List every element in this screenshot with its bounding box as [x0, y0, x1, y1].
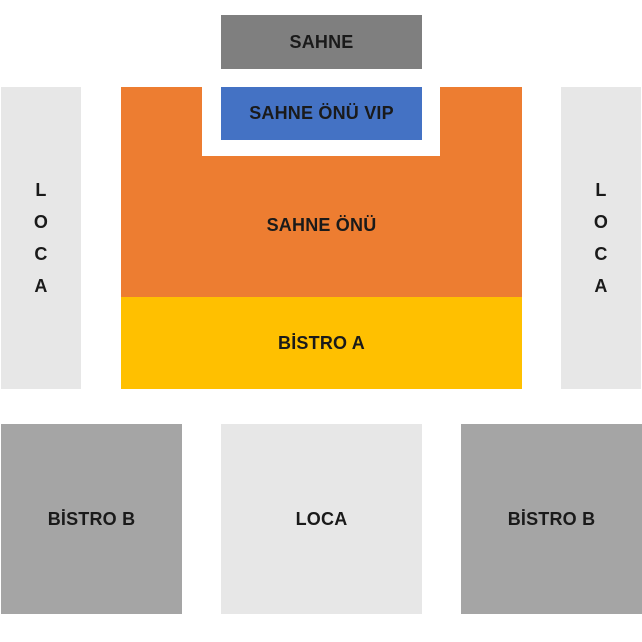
loca-right-letter: A [594, 276, 608, 296]
bistro-b-left-zone[interactable]: BİSTRO B [1, 424, 182, 614]
loca-bottom-zone[interactable]: LOCA [221, 424, 422, 614]
bistro-b-right-zone[interactable]: BİSTRO B [461, 424, 642, 614]
loca-right-letter: O [593, 212, 609, 232]
stage-label: SAHNE [289, 31, 354, 52]
loca-right-letter: C [594, 244, 608, 264]
loca-left-letter: O [33, 212, 49, 232]
sahne-onu-vip-zone[interactable]: SAHNE ÖNÜ VIP [221, 87, 422, 140]
loca-right-letter: L [595, 180, 607, 200]
loca-right-label: L O C A [594, 178, 608, 298]
loca-left-letter: L [35, 180, 47, 200]
loca-left-letter: A [34, 276, 48, 296]
stage-zone[interactable]: SAHNE [221, 15, 422, 69]
sahne-onu-label: SAHNE ÖNÜ [266, 215, 377, 235]
bistro-a-zone[interactable]: BİSTRO A [121, 297, 522, 389]
loca-bottom-label: LOCA [295, 508, 348, 529]
loca-right-zone[interactable]: L O C A [561, 87, 641, 389]
bistro-b-right-label: BİSTRO B [507, 508, 596, 529]
loca-left-label: L O C A [34, 178, 48, 298]
sahne-onu-vip-label: SAHNE ÖNÜ VIP [249, 103, 394, 123]
loca-left-letter: C [34, 244, 48, 264]
bistro-a-label: BİSTRO A [278, 332, 365, 353]
bistro-b-left-label: BİSTRO B [47, 508, 136, 529]
loca-left-zone[interactable]: L O C A [1, 87, 81, 389]
